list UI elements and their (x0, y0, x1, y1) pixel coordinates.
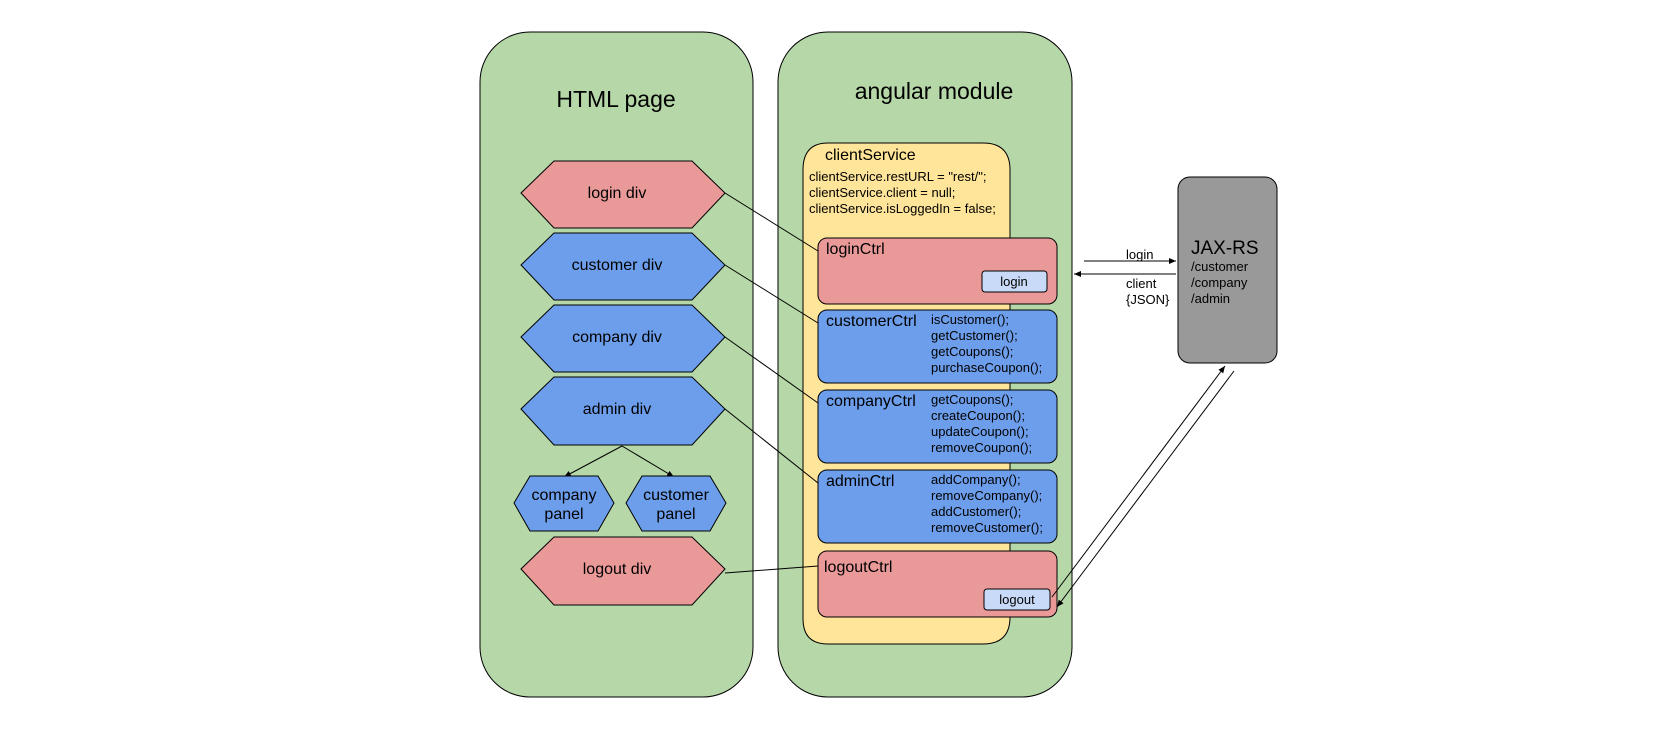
client-response-label: client (1126, 276, 1157, 291)
admin-div-label: admin div (583, 401, 651, 418)
customer-ctrl-method: purchaseCoupon(); (931, 360, 1042, 375)
company-ctrl-title: companyCtrl (826, 393, 916, 410)
admin-ctrl-title: adminCtrl (826, 473, 894, 490)
connectors (563, 192, 819, 574)
jax-rs-path: /admin (1191, 291, 1230, 306)
logout-ctrl: logoutCtrl logout (817, 550, 1058, 618)
customer-ctrl-method: getCustomer(); (931, 328, 1018, 343)
connector-customer (724, 264, 819, 324)
login-div-label: login div (588, 185, 647, 202)
customer-ctrl-title: customerCtrl (826, 313, 917, 330)
login-button-label: login (1000, 274, 1027, 289)
jax-rs-path: /customer (1191, 259, 1249, 274)
customer-div-label: customer div (572, 257, 663, 274)
angular-module-title: angular module (855, 78, 1014, 104)
customer-panel-label: panel (656, 506, 695, 523)
login-div: login div (520, 160, 726, 229)
company-panel: company panel (513, 475, 615, 532)
connector-logout (724, 565, 819, 574)
customer-panel-label: customer (643, 487, 709, 504)
company-div: company div (520, 304, 726, 373)
html-page-title: HTML page (556, 86, 675, 112)
company-panel-label: panel (544, 506, 583, 523)
admin-ctrl: adminCtrl addCompany(); removeCompany();… (817, 469, 1058, 544)
company-ctrl: companyCtrl getCoupons(); createCoupon()… (817, 389, 1058, 464)
login-ctrl-title: loginCtrl (826, 241, 885, 258)
client-service-line: clientService.client = null; (809, 185, 955, 200)
logout-request-arrow (1051, 365, 1226, 598)
admin-ctrl-method: addCompany(); (931, 472, 1021, 487)
company-panel-label: company (532, 487, 597, 504)
customer-ctrl-method: getCoupons(); (931, 344, 1013, 359)
company-ctrl-method: removeCoupon(); (931, 440, 1032, 455)
admin-to-customer-panel-arrow (621, 445, 675, 478)
logout-button-label: logout (999, 592, 1035, 607)
admin-ctrl-method: removeCustomer(); (931, 520, 1043, 535)
admin-to-company-panel-arrow (563, 445, 623, 478)
logout-button[interactable]: logout (983, 588, 1051, 611)
company-ctrl-method: updateCoupon(); (931, 424, 1029, 439)
company-div-label: company div (572, 329, 662, 346)
logout-ctrl-title: logoutCtrl (824, 559, 892, 576)
connector-admin (724, 408, 819, 484)
logout-div-label: logout div (583, 561, 652, 578)
jax-rs-path: /company (1191, 275, 1248, 290)
login-request-label: login (1126, 247, 1153, 262)
login-button[interactable]: login (981, 270, 1048, 293)
client-service-title: clientService (825, 147, 916, 164)
connector-company (724, 336, 819, 404)
client-service-line: clientService.isLoggedIn = false; (809, 201, 996, 216)
logout-response-arrow (1056, 370, 1235, 608)
customer-div: customer div (520, 232, 726, 301)
http-arrows: login client {JSON} (1051, 247, 1235, 608)
customer-ctrl: customerCtrl isCustomer(); getCustomer()… (817, 309, 1058, 384)
connector-login (724, 192, 819, 252)
company-ctrl-method: getCoupons(); (931, 392, 1013, 407)
client-response-label: {JSON} (1126, 292, 1170, 307)
logout-div: logout div (520, 536, 726, 606)
client-service-line: clientService.restURL = "rest/"; (809, 169, 986, 184)
customer-ctrl-method: isCustomer(); (931, 312, 1009, 327)
jax-rs-title: JAX-RS (1191, 238, 1259, 259)
customer-panel: customer panel (625, 475, 727, 532)
login-ctrl: loginCtrl login (817, 237, 1058, 305)
admin-div: admin div (520, 376, 726, 446)
admin-ctrl-method: addCustomer(); (931, 504, 1021, 519)
admin-ctrl-method: removeCompany(); (931, 488, 1042, 503)
company-ctrl-method: createCoupon(); (931, 408, 1025, 423)
jax-rs-box: JAX-RS /customer /company /admin (1177, 176, 1278, 364)
